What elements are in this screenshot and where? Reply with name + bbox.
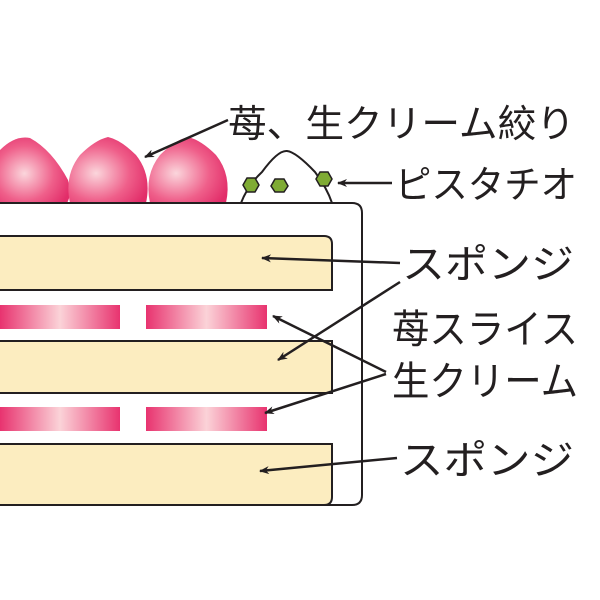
arrow-cream	[264, 372, 387, 415]
arrow-topping	[144, 118, 229, 159]
pistachio-1	[242, 177, 260, 193]
strawberry-1	[0, 137, 70, 203]
arrow-sponge-middle	[277, 280, 401, 362]
arrow-slice	[272, 314, 387, 374]
leader-arrows	[144, 118, 401, 475]
pistachio-2	[270, 178, 289, 193]
strawberry-3	[148, 137, 228, 203]
whole-strawberries	[0, 137, 228, 203]
label-pistachio: ピスタチオ	[395, 163, 577, 207]
strawberry-slices	[0, 305, 267, 431]
label-topping: 苺、生クリーム絞り	[228, 102, 575, 146]
strawberry-2	[68, 137, 148, 203]
pistachio-3	[315, 171, 333, 187]
pistachio-pieces	[242, 171, 333, 193]
strawberry-slice	[146, 407, 267, 431]
strawberry-slice	[146, 305, 267, 329]
sponge-layer-bottom	[0, 443, 333, 506]
sponge-layer-middle	[0, 340, 333, 394]
label-fresh-cream: 生クリーム	[392, 359, 578, 405]
arrow-sponge-top	[261, 254, 401, 265]
label-sponge-bottom: スポンジ	[400, 438, 574, 484]
sponge-layer-top	[0, 235, 333, 291]
strawberry-slice	[0, 407, 120, 431]
arrow-sponge-bottom	[259, 456, 398, 475]
strawberry-slice	[0, 305, 120, 329]
label-sponge-top: スポンジ	[402, 242, 574, 288]
label-strawberry-slice: 苺スライス	[392, 307, 578, 353]
